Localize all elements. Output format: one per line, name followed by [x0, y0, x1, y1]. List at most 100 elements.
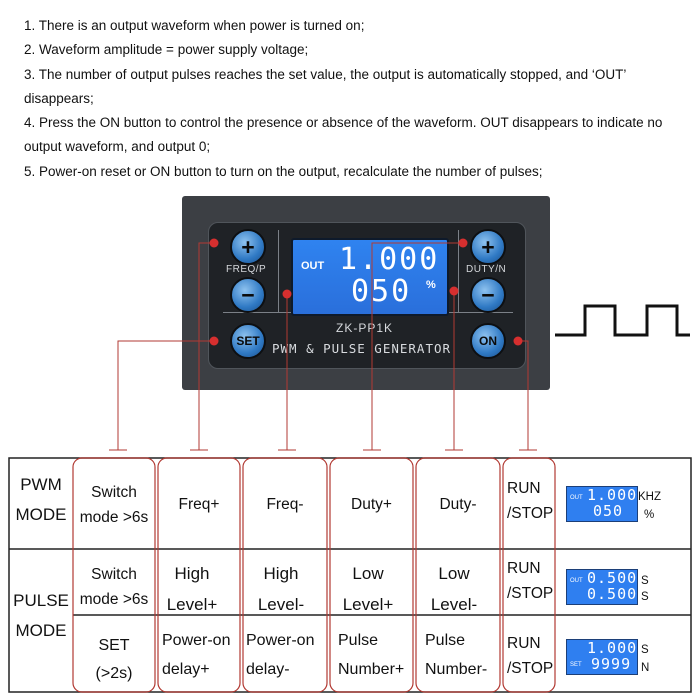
lcd-percent-sign: % [426, 279, 436, 291]
cell-line: (>2s) [95, 665, 133, 682]
instruction-notes: 1. There is an output waveform when powe… [24, 14, 689, 184]
freq-plus-button[interactable]: + [230, 229, 266, 265]
pulse-unit-2b: N [641, 662, 650, 674]
mini-out-indicator: OUT [570, 495, 583, 501]
note-4: 4. Press the ON button to control the pr… [24, 115, 663, 155]
cell-line: Level- [430, 595, 478, 614]
cell-line: RUN [507, 635, 541, 652]
mini-value-2: 050 [593, 502, 624, 520]
lcd-out-indicator: OUT [301, 260, 325, 272]
low-level-minus-cell: Low Level- [416, 558, 492, 620]
note-5: 5. Power-on reset or ON button to turn o… [24, 163, 543, 179]
freq-minus-marker [282, 289, 292, 299]
cell-line: Switch [91, 566, 137, 583]
mini-value-1: 0.500 [587, 569, 638, 587]
pwm-unit-2: % [644, 509, 655, 521]
cell-line: Power-on [162, 632, 231, 649]
cell-line: mode >6s [79, 509, 149, 526]
set-button[interactable]: SET [230, 323, 266, 359]
cell-line: Switch [91, 484, 137, 501]
note-2: 2. Waveform amplitude = power supply vol… [24, 42, 309, 58]
cell-line: Level+ [342, 595, 394, 614]
pwm-unit-1: KHZ [638, 491, 661, 503]
on-button[interactable]: ON [470, 323, 506, 359]
lcd-display: OUT 1.000 050 % [291, 238, 449, 316]
high-level-plus-cell: High Level+ [158, 558, 226, 620]
pulse-unit-1a: S [641, 575, 649, 587]
cell-line: Pulse [338, 632, 379, 649]
pulse-on-cell-2: RUN /STOP [503, 631, 554, 681]
duty-n-label: DUTY/N [466, 264, 507, 275]
cell-line: SET [98, 637, 130, 654]
duty-plus-button[interactable]: + [470, 229, 506, 265]
duty-minus-marker [449, 286, 459, 296]
pulse-mini-display-1: OUT 0.500 0.500 [566, 569, 638, 605]
cell-line: Pulse [425, 632, 466, 649]
lcd-duty-value: 050 [351, 274, 412, 309]
power-on-delay-plus-cell: Power-on delay+ [158, 626, 246, 684]
pulse-mini-display-2: SET 1.000 9999 [566, 639, 638, 675]
cell-line: delay+ [162, 661, 210, 678]
cell-line: High [263, 564, 299, 583]
cell-line: /STOP [507, 660, 554, 677]
pwm-duty-plus-cell: Duty+ [351, 496, 392, 513]
pwm-freq-minus-cell: Freq- [266, 496, 304, 513]
freq-minus-button[interactable]: − [230, 277, 266, 313]
power-on-delay-minus-cell: Power-on delay- [243, 626, 330, 684]
mini-value-1: 1.000 [587, 486, 638, 504]
cell-line: Level+ [166, 595, 218, 614]
pwm-mode-line1: PWM [20, 475, 62, 494]
pulse-set-cell: Switch mode >6s [74, 562, 154, 612]
pulse-unit-1b: S [641, 591, 649, 603]
cell-line: Power-on [246, 632, 315, 649]
device-subtitle: PWM & PULSE GENERATOR [272, 341, 452, 356]
cell-line: delay- [246, 661, 290, 678]
pulse-mode-line1: PULSE [13, 591, 69, 610]
cell-line: Level- [257, 595, 305, 614]
pwm-mode-label: PWM MODE [10, 470, 72, 530]
pwm-set-cell: Switch mode >6s [74, 480, 154, 530]
cell-line: mode >6s [79, 591, 149, 608]
pwm-freq-plus-cell: Freq+ [178, 496, 220, 513]
note-1: 1. There is an output waveform when powe… [24, 18, 365, 33]
mini-value-2: 9999 [591, 655, 632, 673]
duty-plus-marker [458, 238, 468, 248]
lcd-frequency-value: 1.000 [339, 242, 440, 277]
duty-minus-button[interactable]: − [470, 277, 506, 313]
panel-divider-left [278, 230, 279, 312]
low-level-plus-cell: Low Level+ [330, 558, 406, 620]
mini-value-2: 0.500 [587, 585, 638, 603]
cell-line: High [174, 564, 210, 583]
pwm-on-cell: RUN /STOP [503, 476, 554, 526]
cell-line: Number- [425, 661, 488, 678]
mini-value-1: 1.000 [587, 639, 638, 657]
pwm-mode-line2: MODE [15, 505, 67, 524]
square-wave-icon [555, 304, 690, 337]
cell-line: Number+ [338, 661, 405, 678]
freq-p-label: FREQ/P [226, 264, 267, 275]
pwm-duty-minus-cell: Duty- [439, 496, 477, 513]
cell-line: /STOP [507, 585, 554, 602]
cell-line: RUN [507, 480, 541, 497]
pulse-number-plus-cell: Pulse Number+ [330, 626, 421, 684]
pulse-unit-2a: S [641, 644, 649, 656]
high-level-minus-cell: High Level- [243, 558, 319, 620]
freq-plus-marker [209, 238, 219, 248]
pulse-mode-line2: MODE [15, 621, 67, 640]
note-3: 3. The number of output pulses reaches t… [24, 66, 626, 106]
set-marker [209, 336, 219, 346]
mini-out-indicator: OUT [570, 578, 583, 584]
pulse-mode-label: PULSE MODE [10, 586, 72, 646]
panel-divider-right [458, 230, 459, 312]
mini-set-indicator: SET [570, 662, 582, 668]
cell-line: Low [352, 564, 384, 583]
cell-line: Low [438, 564, 470, 583]
pulse-on-cell-1: RUN /STOP [503, 556, 554, 606]
model-name: ZK-PP1K [336, 321, 394, 335]
pwm-mini-display: OUT 1.000 050 [566, 486, 638, 522]
cell-line: RUN [507, 560, 541, 577]
pulse-set-2s-cell: SET (>2s) [74, 632, 154, 688]
pulse-number-minus-cell: Pulse Number- [416, 626, 509, 684]
on-marker [513, 336, 523, 346]
cell-line: /STOP [507, 505, 554, 522]
